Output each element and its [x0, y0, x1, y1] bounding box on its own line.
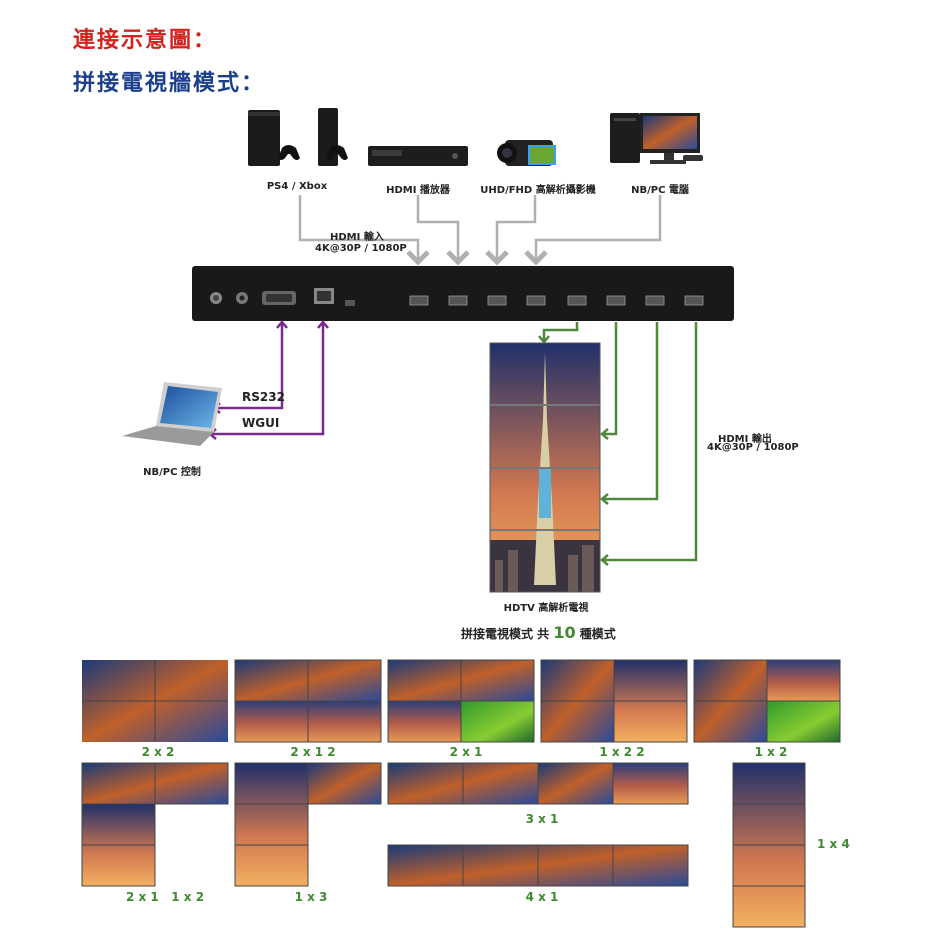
desktop-pc-icon: [610, 113, 703, 164]
camcorder-icon: [497, 140, 556, 166]
mode-label-1: 2 x 2: [141, 745, 175, 759]
mode-label-2: 2 x 1 2: [290, 745, 336, 759]
mode-label-6: 2 x 1 1 x 2: [125, 890, 205, 904]
mode-title: 拼接電視牆模式：: [73, 71, 266, 96]
hdtv-video-wall: [489, 342, 601, 593]
rs232-label: RS232: [242, 390, 285, 404]
hdmi-output-spec: 4K@30P / 1080P: [707, 442, 799, 453]
mode-label-5: 1 x 2: [754, 745, 788, 759]
media-player-icon: [368, 146, 468, 166]
diagram-title: 連接示意圖：: [73, 28, 218, 53]
hdmi-input-arrows: [298, 195, 662, 266]
hdmi-output-label: HDMI 輸出: [718, 434, 772, 445]
mode-label-7: 1 x 3: [294, 890, 328, 904]
hdmi-input-spec: 4K@30P / 1080P: [315, 243, 407, 254]
source-label-player: HDMI 播放器: [386, 185, 450, 196]
hdmi-output-arrows: [538, 322, 698, 566]
source-label-console: PS4 / Xbox: [266, 181, 328, 192]
source-label-camcorder: UHD/FHD 高解析攝影機: [480, 185, 596, 196]
video-wall-controller: [192, 266, 734, 321]
hdtv-label: HDTV 高解析電視: [503, 603, 589, 614]
wgui-label: WGUI: [242, 416, 280, 430]
mode-label-3: 2 x 1: [449, 745, 483, 759]
control-pc-label: NB/PC 控制: [143, 467, 201, 478]
modes-heading: 拼接電視模式 共 10 種模式: [461, 623, 616, 642]
game-console-icon: [248, 108, 348, 166]
mode-label-8: 3 x 1: [525, 812, 559, 826]
modes-count: 10: [553, 623, 576, 642]
modes-heading-suffix: 種模式: [575, 627, 616, 641]
hdmi-input-label: HDMI 輸入: [330, 232, 384, 243]
mode-label-10: 1 x 4: [817, 837, 850, 851]
laptop-icon: [122, 382, 222, 446]
modes-heading-prefix: 拼接電視模式 共: [461, 627, 554, 641]
source-label-pc: NB/PC 電腦: [631, 185, 689, 196]
mode-label-4: 1 x 2 2: [599, 745, 645, 759]
mode-label-9: 4 x 1: [525, 890, 559, 904]
mode-thumbnails: [81, 659, 841, 928]
